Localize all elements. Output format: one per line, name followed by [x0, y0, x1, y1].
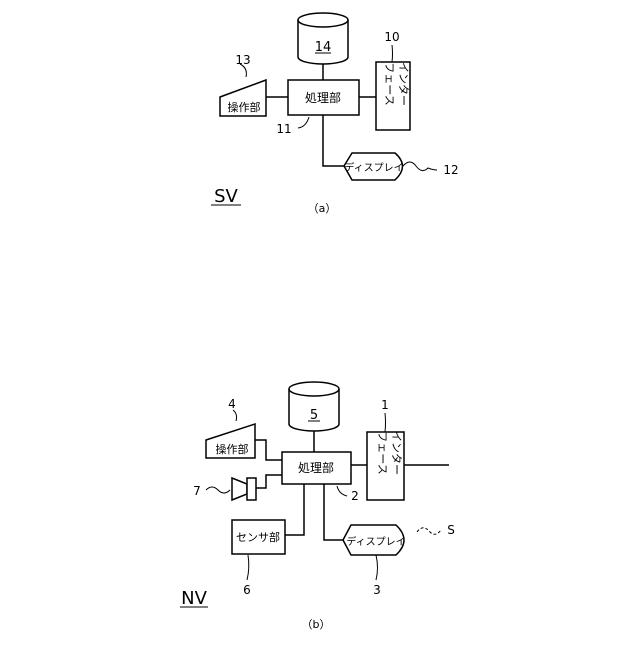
- interface-label-line1: インター: [397, 62, 410, 106]
- display-ref: 12: [443, 163, 458, 177]
- interface-label-line2: フェース: [376, 431, 389, 474]
- display-ref: 3: [373, 583, 381, 597]
- storage-cylinder: 14: [298, 13, 348, 64]
- interface-label-line1: インター: [390, 431, 403, 475]
- interface-label-line2: フェース: [383, 62, 396, 105]
- processor-ref: 11: [276, 122, 291, 136]
- processor-label: 処理部: [298, 460, 334, 475]
- operation-unit-label: 操作部: [228, 100, 261, 114]
- signal-ref: S: [447, 523, 455, 537]
- figure-caption: （b）: [302, 618, 331, 631]
- interface-ref: 1: [381, 398, 389, 412]
- processor-ref: 2: [351, 489, 359, 503]
- speaker-ref: 7: [193, 484, 201, 498]
- processor-label: 処理部: [305, 90, 341, 105]
- storage-cylinder: 5: [289, 382, 339, 431]
- operation-unit-label: 操作部: [216, 442, 249, 456]
- wire-processor-display: [323, 115, 344, 166]
- operation-ref: 13: [235, 53, 250, 67]
- sensor-label: センサ部: [236, 530, 280, 544]
- figure-a: 14 処理部 操作部 13 インター フェース 10 ディスプレイ 12 11 …: [211, 13, 459, 215]
- operation-ref: 4: [228, 397, 236, 411]
- display-label: ディスプレイ: [344, 161, 403, 174]
- wire-operation-processor: [255, 440, 282, 460]
- speaker-icon: [232, 478, 256, 500]
- figure-b: 5 処理部 2 操作部 4 7 インター フェース 1: [180, 382, 455, 631]
- wire-processor-sensor: [285, 484, 304, 535]
- sensor-ref: 6: [243, 583, 251, 597]
- figure-caption: （a）: [308, 202, 337, 215]
- figure-title: NV: [181, 588, 207, 609]
- figure-title: SV: [214, 186, 238, 207]
- wire-speaker-processor: [256, 475, 282, 488]
- display-label: ディスプレイ: [346, 535, 405, 548]
- interface-ref: 10: [384, 30, 399, 44]
